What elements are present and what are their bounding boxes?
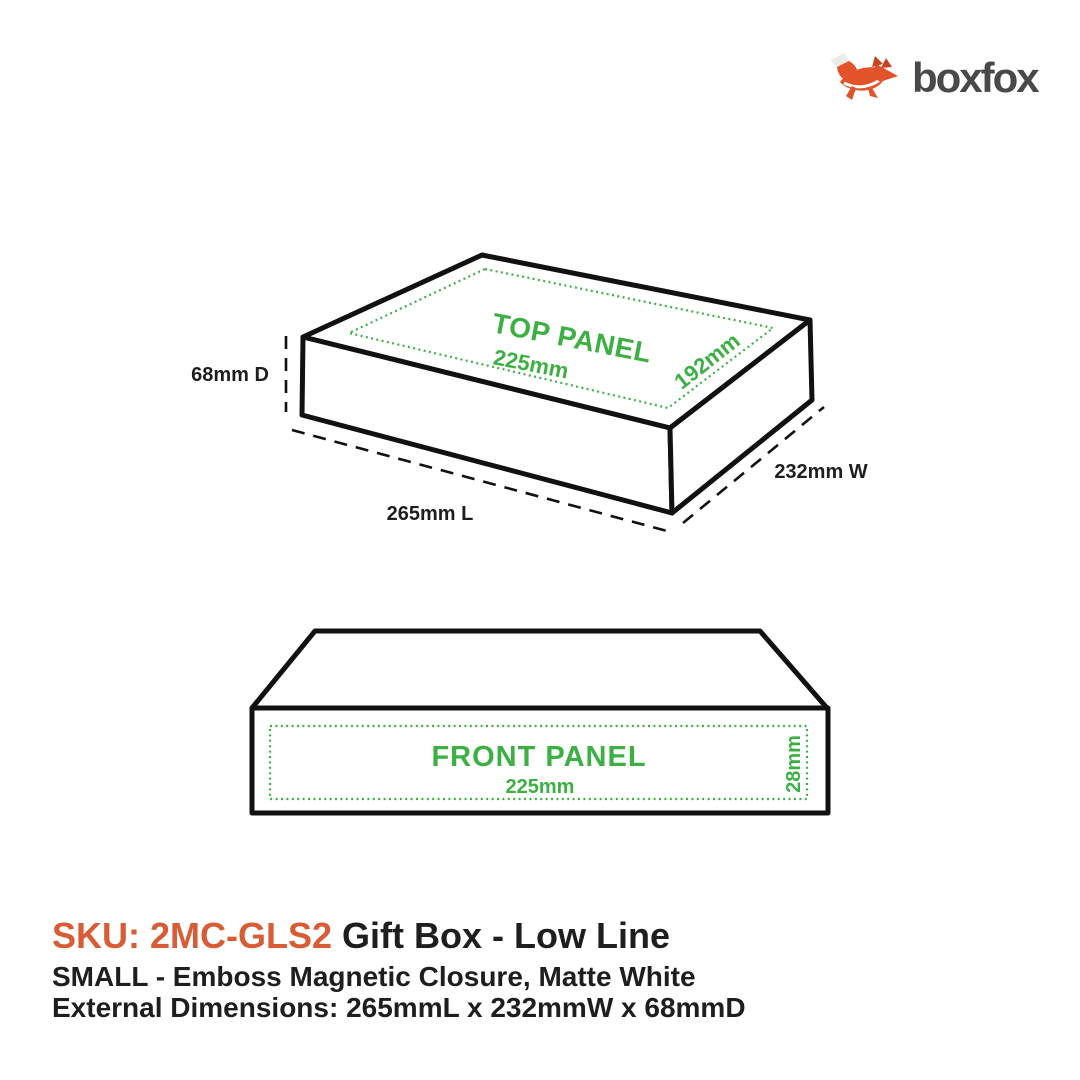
fox-ear-right bbox=[881, 58, 892, 68]
front-lid-trapezoid bbox=[249, 628, 830, 711]
sku-label: SKU: 2MC-GLS2 bbox=[52, 915, 333, 956]
brand-name: boxfox bbox=[912, 54, 1040, 101]
dim-width-label: 232mm W bbox=[774, 461, 867, 483]
front-panel-label: FRONT PANEL bbox=[431, 741, 646, 773]
brand-logo: boxfox bbox=[828, 52, 1040, 104]
external-dimensions: External Dimensions: 265mmL x 232mmW x 6… bbox=[52, 992, 746, 1023]
iso-right-face bbox=[667, 317, 815, 516]
product-subtitle: SMALL - Emboss Magnetic Closure, Matte W… bbox=[52, 961, 696, 992]
front-panel-print-area bbox=[268, 724, 809, 801]
iso-box-diagram: TOP PANEL 225mm 192mm 68mm D 265mm L 232… bbox=[191, 252, 868, 533]
fox-ear-left bbox=[872, 56, 883, 67]
product-title: Gift Box - Low Line bbox=[332, 915, 671, 956]
fox-head bbox=[874, 64, 898, 82]
top-panel-print-area bbox=[345, 267, 776, 410]
fox-tail-tip bbox=[830, 53, 849, 67]
fox-front-leg bbox=[868, 88, 878, 98]
dim-depth-label: 68mm D bbox=[191, 364, 269, 386]
product-title-line: SKU: 2MC-GLS2 Gift Box - Low Line bbox=[52, 916, 670, 956]
front-panel-height-label: 28mm bbox=[783, 735, 805, 793]
dim-width-line bbox=[682, 405, 825, 525]
front-panel-length-label: 225mm bbox=[506, 776, 575, 798]
fox-hind-leg bbox=[846, 86, 856, 100]
front-panel-diagram: FRONT PANEL 225mm 28mm bbox=[249, 628, 831, 816]
dim-length-label: 265mm L bbox=[387, 503, 474, 525]
fox-icon bbox=[830, 53, 898, 100]
fox-belly-accent bbox=[843, 78, 881, 89]
